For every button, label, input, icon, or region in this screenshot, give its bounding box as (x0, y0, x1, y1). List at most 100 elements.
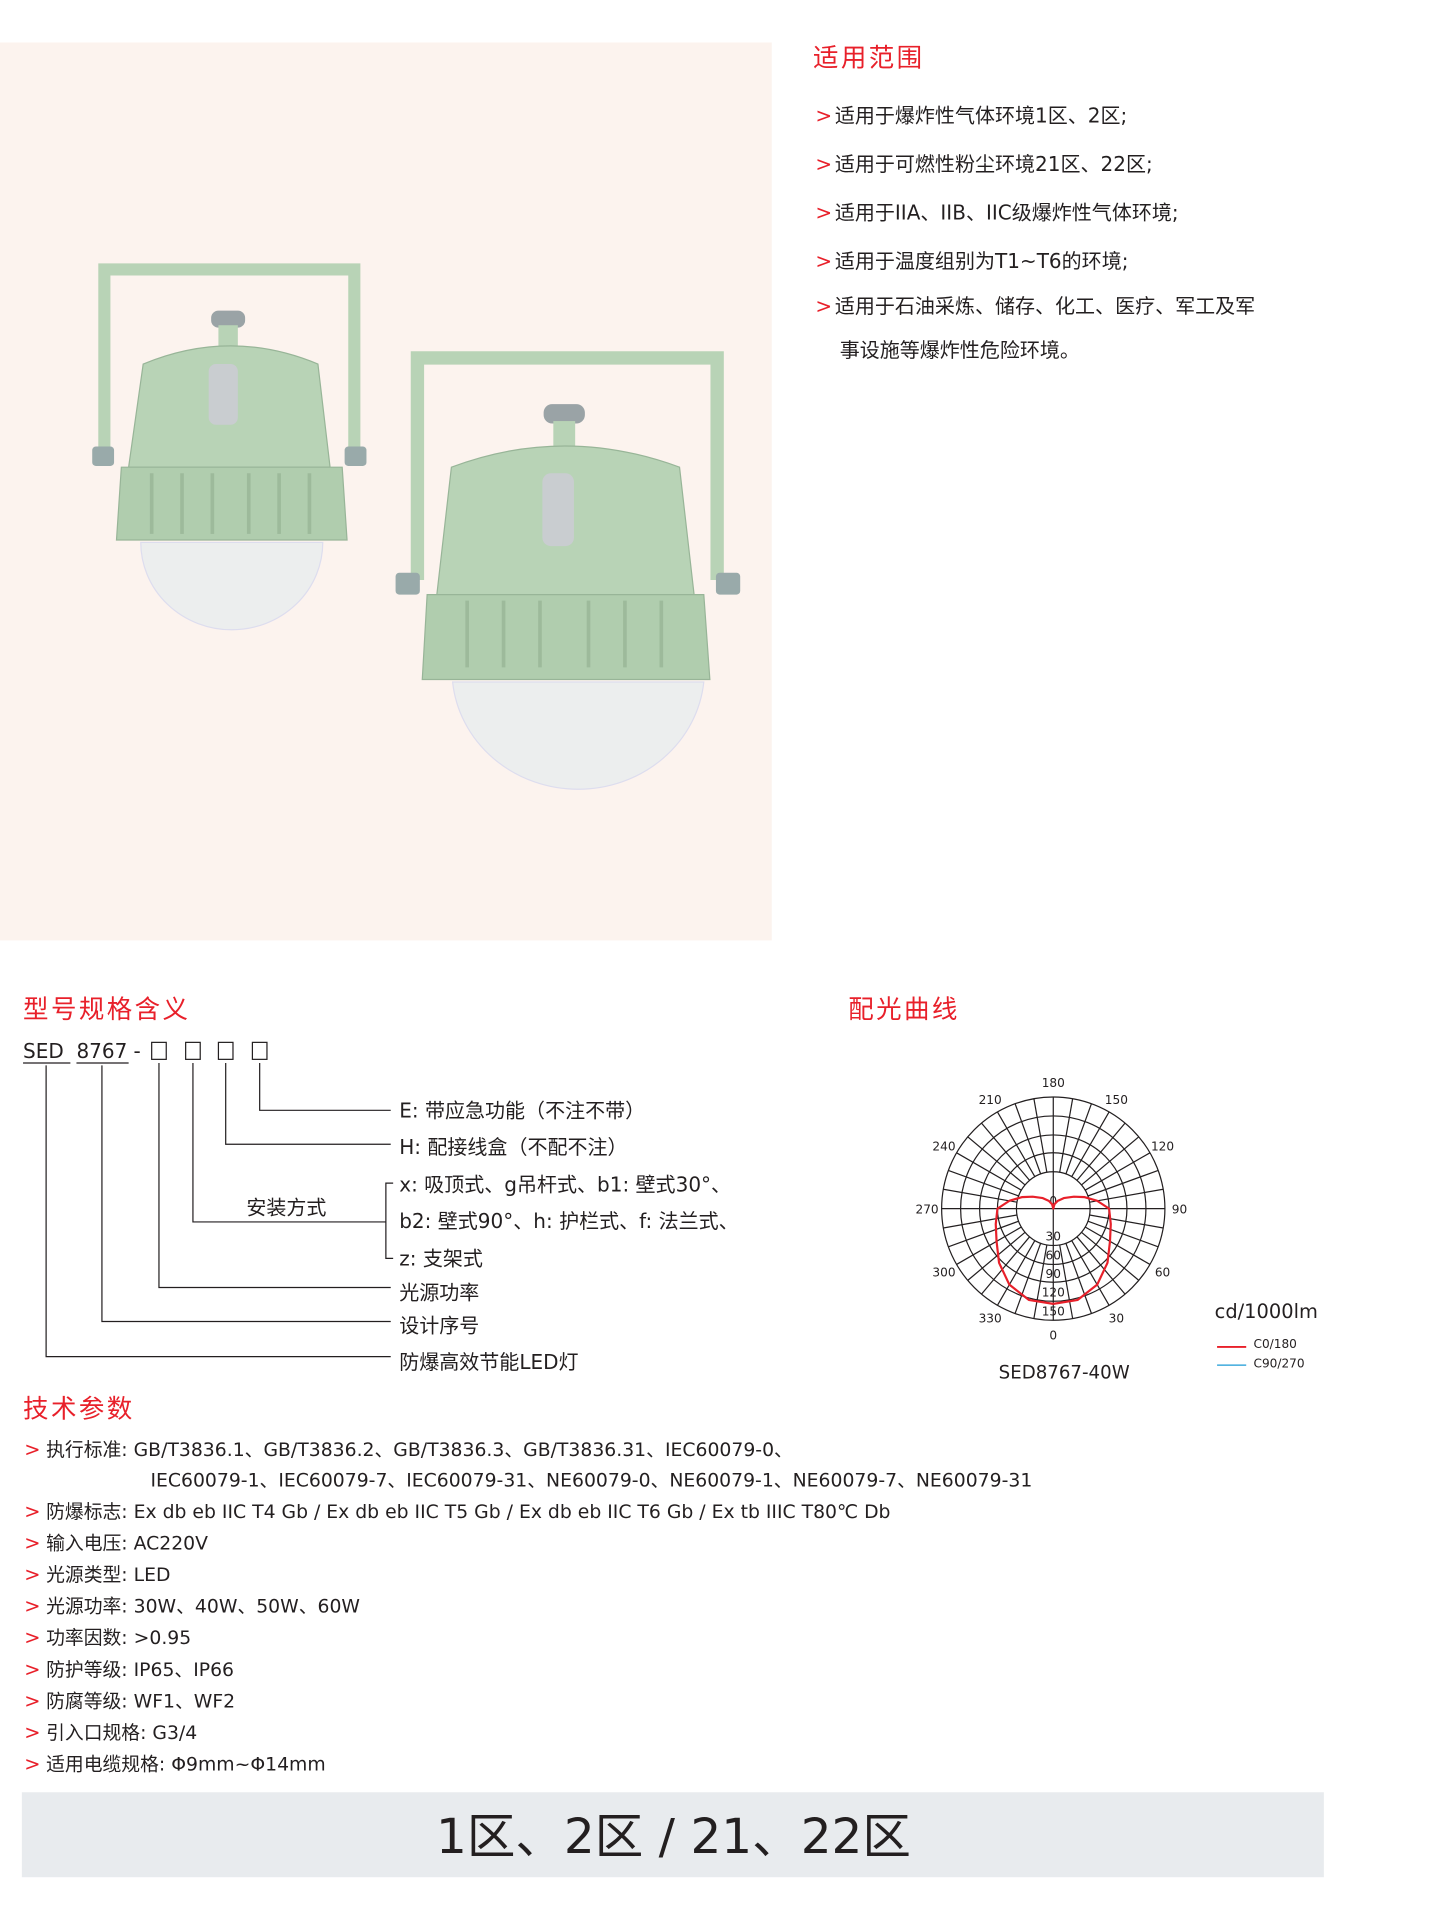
radial-tick-label: 150 (1042, 1304, 1065, 1318)
tech-param-value: Φ9mm~Φ14mm (171, 1754, 325, 1775)
code-box-emergency (251, 1041, 268, 1060)
scope-continuation: 事设施等爆炸性危险环境。 (840, 338, 1080, 362)
option-design: 设计序号 (399, 1313, 479, 1337)
chart-unit: cd/1000lm (1215, 1300, 1318, 1323)
legend-label-c90: C90/270 (1253, 1357, 1304, 1371)
zone-banner: 1区、2区 / 21、22区 (21, 1792, 1324, 1878)
polar-spoke (1065, 1243, 1093, 1314)
tech-param-label: 输入电压: (46, 1533, 134, 1555)
tech-section: 技术参数 > 执行标准: GB/T3836.1、GB/T3836.2、GB/T38… (23, 1394, 1032, 1775)
tech-param-label: 功率因数: (46, 1627, 134, 1649)
bullet-marker: > (815, 201, 832, 225)
tech-param: 防爆标志: Ex db eb IIC T4 Gb / Ex db eb IIC … (46, 1501, 890, 1523)
polar-spoke (1084, 1152, 1151, 1191)
bullet-marker: > (24, 1438, 40, 1461)
model-connector-lines (45, 1062, 394, 1358)
chart-model-label: SED8767-40W (999, 1362, 1130, 1383)
tech-param: 防护等级: IP65、IP66 (46, 1659, 234, 1681)
bullet-marker: > (815, 294, 832, 318)
angle-tick-label: 300 (932, 1266, 955, 1280)
radial-tick-label: 60 (1046, 1248, 1061, 1262)
polar-spoke (1081, 1231, 1140, 1281)
angle-tick-label: 270 (915, 1202, 938, 1216)
bullet-marker: > (815, 152, 832, 176)
polar-spoke (1071, 1240, 1110, 1306)
polar-spoke (967, 1136, 1026, 1186)
tech-param: 执行标准: GB/T3836.1、GB/T3836.2、GB/T3836.3、G… (46, 1439, 793, 1461)
scope-item: 适用于爆炸性气体环境1区、2区; (835, 104, 1127, 128)
angle-tick-label: 330 (979, 1312, 1002, 1326)
tech-param-value: Ex db eb IIC T4 Gb / Ex db eb IIC T5 Gb … (134, 1502, 891, 1523)
tech-param-value: LED (134, 1565, 171, 1586)
bullet-marker: > (24, 1752, 40, 1775)
polar-spoke (1089, 1188, 1164, 1203)
polar-spoke (1014, 1103, 1042, 1175)
bullet-marker: > (24, 1658, 40, 1681)
polar-spoke (1059, 1244, 1074, 1319)
angle-tick-label: 210 (979, 1093, 1002, 1107)
model-number: 8767 (76, 1039, 127, 1063)
tech-param-label: 适用电缆规格: (46, 1753, 171, 1775)
tech-param: 光源功率: 30W、40W、50W、60W (46, 1596, 360, 1618)
model-dash: - (133, 1039, 140, 1063)
option-mount-2: b2: 壁式90°、h: 护栏式、f: 法兰式、 (399, 1209, 738, 1233)
polar-spoke (1076, 1236, 1126, 1295)
radial-tick-label: 30 (1046, 1230, 1061, 1244)
polar-spoke (1087, 1220, 1159, 1248)
polar-spoke (967, 1231, 1026, 1281)
option-mount-3: z: 支架式 (399, 1247, 483, 1271)
tech-param-label: 防护等级: (46, 1659, 134, 1681)
polar-spoke (1084, 1226, 1151, 1265)
tech-param: 引入口规格: G3/4 (46, 1722, 197, 1744)
polar-spoke (1059, 1098, 1074, 1173)
polar-spoke (981, 1236, 1031, 1295)
tech-param-value: G3/4 (152, 1723, 197, 1744)
polar-spoke (996, 1240, 1036, 1306)
angle-tick-label: 60 (1155, 1266, 1170, 1280)
bullet-marker: > (24, 1500, 40, 1523)
tech-param: 功率因数: >0.95 (46, 1627, 191, 1649)
tech-param-value: AC220V (134, 1534, 209, 1555)
angle-tick-label: 180 (1042, 1076, 1065, 1090)
angle-tick-label: 30 (1109, 1312, 1124, 1326)
product-photo (0, 42, 772, 941)
angle-tick-label: 120 (1151, 1139, 1174, 1153)
polar-spoke (948, 1169, 1019, 1197)
model-section: 型号规格含义 SED 8767 - 安装方式 E: 带应急功能（不注不带） H:… (23, 995, 739, 1374)
bullet-marker: > (24, 1595, 40, 1618)
bullet-marker: > (815, 249, 832, 273)
tech-param-value: 30W、40W、50W、60W (134, 1597, 360, 1618)
polar-spoke (1033, 1098, 1048, 1173)
bullet-marker: > (815, 104, 832, 128)
scope-item: 适用于温度组别为T1~T6的环境; (835, 249, 1129, 273)
polar-spoke (1089, 1214, 1164, 1229)
scope-item: 适用于石油采炼、储存、化工、医疗、军工及军 (835, 294, 1255, 318)
bullet-marker: > (24, 1689, 40, 1712)
scope-title: 适用范围 (813, 44, 925, 74)
tech-param-label: 防腐等级: (46, 1690, 134, 1712)
tech-param-value: GB/T3836.1、GB/T3836.2、GB/T3836.3、GB/T383… (134, 1440, 793, 1461)
polar-spoke (1065, 1103, 1093, 1175)
model-prefix: SED (23, 1039, 64, 1063)
polar-spoke (1071, 1111, 1110, 1178)
polar-chart: 0306090120150180210240270300330030609012… (915, 1076, 1187, 1342)
tech-param: 防腐等级: WF1、WF2 (46, 1690, 235, 1712)
option-power: 光源功率 (399, 1281, 479, 1305)
tech-param-value: >0.95 (134, 1628, 192, 1649)
polar-spoke (1014, 1243, 1042, 1314)
bullet-marker: > (24, 1532, 40, 1555)
scope-item: 适用于可燃性粉尘环境21区、22区; (835, 152, 1153, 176)
option-product: 防爆高效节能LED灯 (399, 1350, 578, 1374)
tech-param: 适用电缆规格: Φ9mm~Φ14mm (46, 1753, 326, 1775)
standard-continuation: IEC60079-1、IEC60079-7、IEC60079-31、NE6007… (150, 1470, 1032, 1491)
scope-section: 适用范围 >适用于爆炸性气体环境1区、2区;>适用于可燃性粉尘环境21区、22区… (813, 44, 1255, 362)
polar-spoke (948, 1220, 1019, 1248)
code-box-mount (185, 1041, 201, 1060)
scope-item: 适用于IIA、IIB、IIC级爆炸性气体环境; (835, 201, 1179, 225)
tech-title: 技术参数 (23, 1394, 135, 1424)
zone-banner-text: 1区、2区 / 21、22区 (436, 1809, 911, 1865)
series-curve-C0/180 (994, 1195, 1112, 1305)
light-distribution-section: 配光曲线 03060901201501802102402703003300306… (848, 995, 1318, 1383)
option-junction-box: H: 配接线盒（不配不注） (399, 1135, 627, 1159)
